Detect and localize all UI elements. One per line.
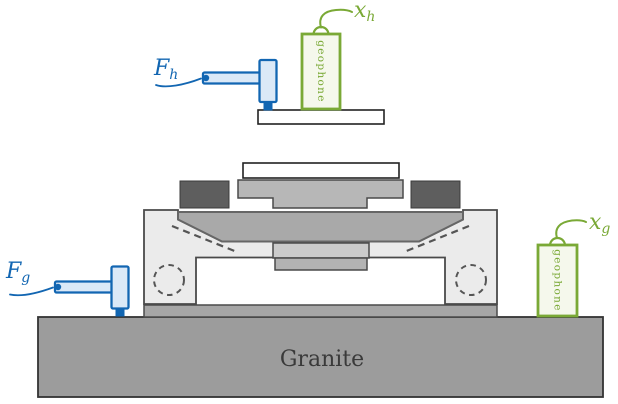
force-top-sub: h bbox=[169, 67, 178, 83]
hammer-leader-line bbox=[9, 286, 54, 297]
force-base-main: F bbox=[5, 259, 22, 284]
geophone-body bbox=[300, 32, 342, 111]
displacement-base-label: xg bbox=[589, 210, 610, 237]
hammer-handle-end bbox=[202, 74, 210, 82]
center-carriage-block bbox=[272, 242, 370, 259]
geophone-body bbox=[536, 243, 579, 318]
geophone-wire bbox=[555, 219, 587, 239]
impact-hammer-base bbox=[9, 265, 130, 317]
hammer-head bbox=[110, 265, 130, 310]
force-base-label: Fg bbox=[5, 259, 30, 286]
geophone-wire bbox=[319, 8, 353, 29]
disp-top-main: x bbox=[354, 0, 367, 23]
disp-top-sub: h bbox=[366, 9, 375, 25]
geophone-base: geophone bbox=[536, 219, 587, 318]
base-plate bbox=[143, 304, 498, 318]
hammer-handle bbox=[201, 71, 264, 85]
hammer-leader-line bbox=[155, 77, 202, 88]
geophone-label: geophone bbox=[552, 249, 564, 311]
hammer-tip bbox=[115, 308, 125, 317]
hammer-head bbox=[258, 58, 278, 104]
moving-platen bbox=[177, 211, 464, 243]
force-top-main: F bbox=[153, 56, 170, 81]
chuck-block bbox=[237, 179, 404, 209]
hammer-handle-end bbox=[54, 283, 62, 291]
disp-base-sub: g bbox=[601, 221, 610, 237]
displacement-top-label: xh bbox=[354, 0, 375, 25]
pivot-circle-right bbox=[455, 264, 487, 296]
geophone-top: geophone bbox=[300, 8, 353, 111]
table-plate bbox=[242, 162, 400, 179]
lower-carriage-block bbox=[274, 257, 368, 271]
granite-slab bbox=[37, 316, 604, 398]
force-top-label: Fh bbox=[153, 56, 178, 83]
clamp-block-right bbox=[410, 180, 461, 209]
pivot-circle-left bbox=[153, 264, 185, 296]
clamp-block-left bbox=[179, 180, 230, 209]
top-plate bbox=[257, 109, 385, 125]
force-base-sub: g bbox=[21, 270, 30, 286]
geophone-label: geophone bbox=[315, 40, 327, 102]
hammer-tip bbox=[263, 102, 273, 111]
granite-label: Granite bbox=[280, 347, 364, 372]
impact-hammer-top bbox=[155, 58, 278, 111]
disp-base-main: x bbox=[589, 210, 602, 235]
hammer-handle bbox=[53, 280, 116, 294]
